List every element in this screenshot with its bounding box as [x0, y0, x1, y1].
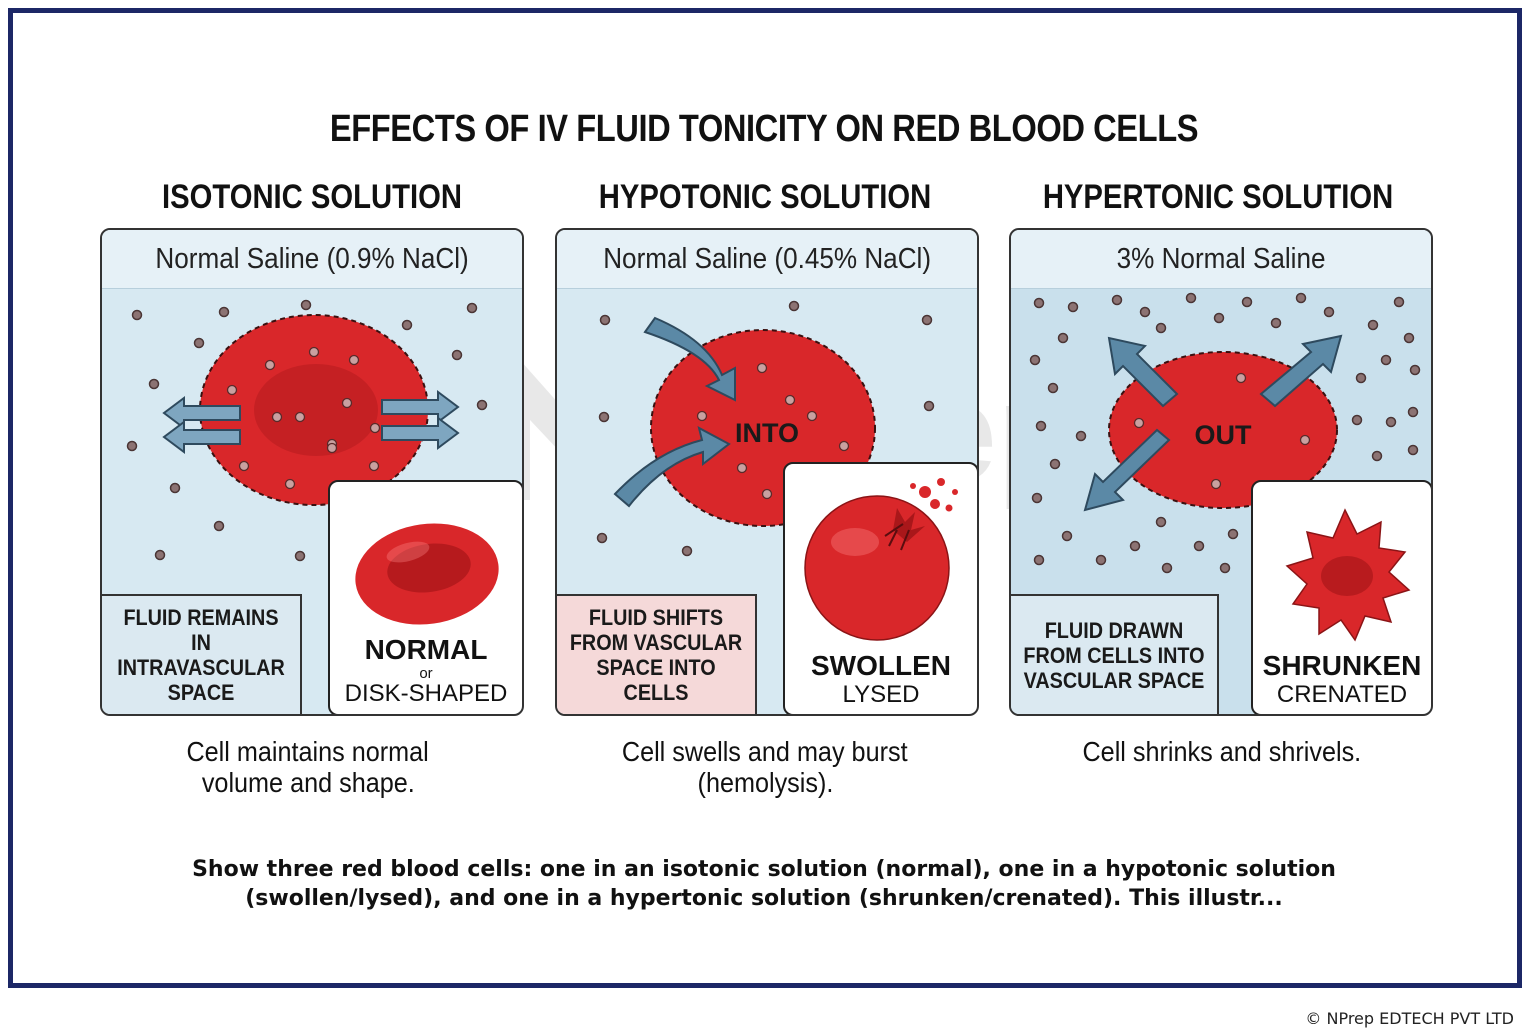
shrunken-label: SHRUNKEN — [1262, 650, 1422, 681]
hypertonic-result-inset: SHRUNKEN CRENATED — [1251, 480, 1431, 714]
isotonic-result-inset: NORMAL or DISK-SHAPED — [328, 480, 522, 714]
hypotonic-heading: HYPOTONIC SOLUTION — [598, 178, 932, 216]
lysed-rbc-icon — [804, 478, 958, 641]
arrow-out-of-cell-icon — [1083, 334, 1343, 512]
solute-particles — [596, 300, 935, 557]
hypotonic-note: FLUID SHIFTS FROM VASCULAR SPACE INTO CE… — [557, 594, 757, 714]
crenated-label: CRENATED — [1276, 681, 1408, 708]
bidirectional-arrows-icon — [162, 390, 460, 454]
or-label: or — [419, 665, 433, 682]
out-label: OUT — [1195, 420, 1253, 450]
isotonic-solution-label: Normal Saline (0.9% NaCl) — [102, 230, 522, 289]
hypertonic-panel: OUT 3% Normal Saline FLUID DRAWN FROM CE… — [1009, 228, 1433, 716]
isotonic-panel: Normal Saline (0.9% NaCl) FLUID REMAINS … — [100, 228, 524, 716]
hypotonic-panel: INTO Normal Saline (0.45% NaCl) FLUID SH… — [555, 228, 979, 716]
diagram-title: EFFECTS OF IV FLUID TONICITY ON RED BLOO… — [329, 108, 1199, 150]
crenated-rbc-icon — [1285, 508, 1411, 642]
lysed-label: LYSED — [842, 681, 920, 708]
copyright-text: © NPrep EDTECH PVT LTD — [1305, 1009, 1514, 1028]
hypertonic-caption: Cell shrinks and shrivels. — [1082, 736, 1362, 767]
swollen-label: SWOLLEN — [811, 650, 951, 681]
hypertonic-heading: HYPERTONIC SOLUTION — [1042, 178, 1394, 216]
normal-label: NORMAL — [364, 634, 488, 665]
image-description-text: Show three red blood cells: one in an is… — [192, 857, 1336, 911]
solute-particles — [126, 299, 488, 562]
hypotonic-solution-label: Normal Saline (0.45% NaCl) — [557, 230, 977, 289]
hypertonic-solution-label: 3% Normal Saline — [1011, 230, 1431, 289]
hypertonic-note: FLUID DRAWN FROM CELLS INTO VASCULAR SPA… — [1011, 594, 1219, 714]
hypotonic-caption: Cell swells and may burst(hemolysis). — [622, 736, 908, 798]
hypertonic-scene: OUT — [1029, 292, 1421, 574]
normal-rbc-icon — [355, 523, 499, 625]
solute-particles — [1029, 292, 1421, 574]
arrow-into-cell-icon — [613, 316, 736, 508]
isotonic-note: FLUID REMAINS IN INTRAVASCULAR SPACE — [102, 594, 302, 714]
into-label: INTO — [735, 418, 799, 448]
isotonic-scene — [126, 299, 488, 562]
hypotonic-result-inset: SWOLLEN LYSED — [783, 462, 977, 714]
disk-shaped-label: DISK-SHAPED — [344, 680, 508, 707]
isotonic-heading: ISOTONIC SOLUTION — [161, 178, 463, 216]
